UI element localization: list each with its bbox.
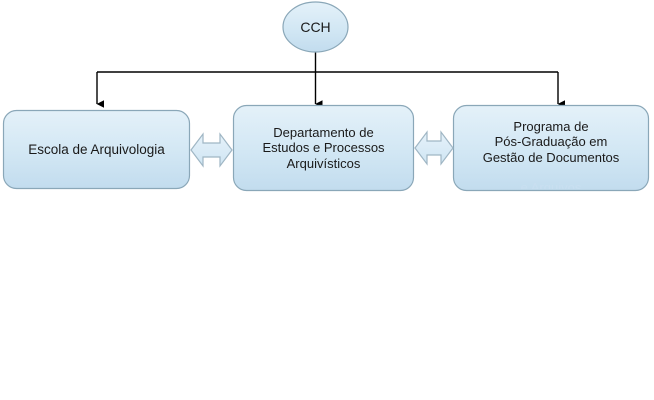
node-programa-shape[interactable] xyxy=(452,104,650,192)
double-headed-arrow-icon xyxy=(414,130,454,166)
node-escola-de-arquivologia-shape[interactable] xyxy=(2,109,191,190)
arrow-escola-departamento[interactable] xyxy=(190,132,233,168)
arrow-departamento-programa[interactable] xyxy=(414,130,454,166)
node-departamento-shape[interactable] xyxy=(232,104,415,192)
double-headed-arrow-icon xyxy=(190,132,233,168)
node-cch-shape[interactable] xyxy=(282,1,349,53)
hierarchy-connectors xyxy=(96,52,565,108)
